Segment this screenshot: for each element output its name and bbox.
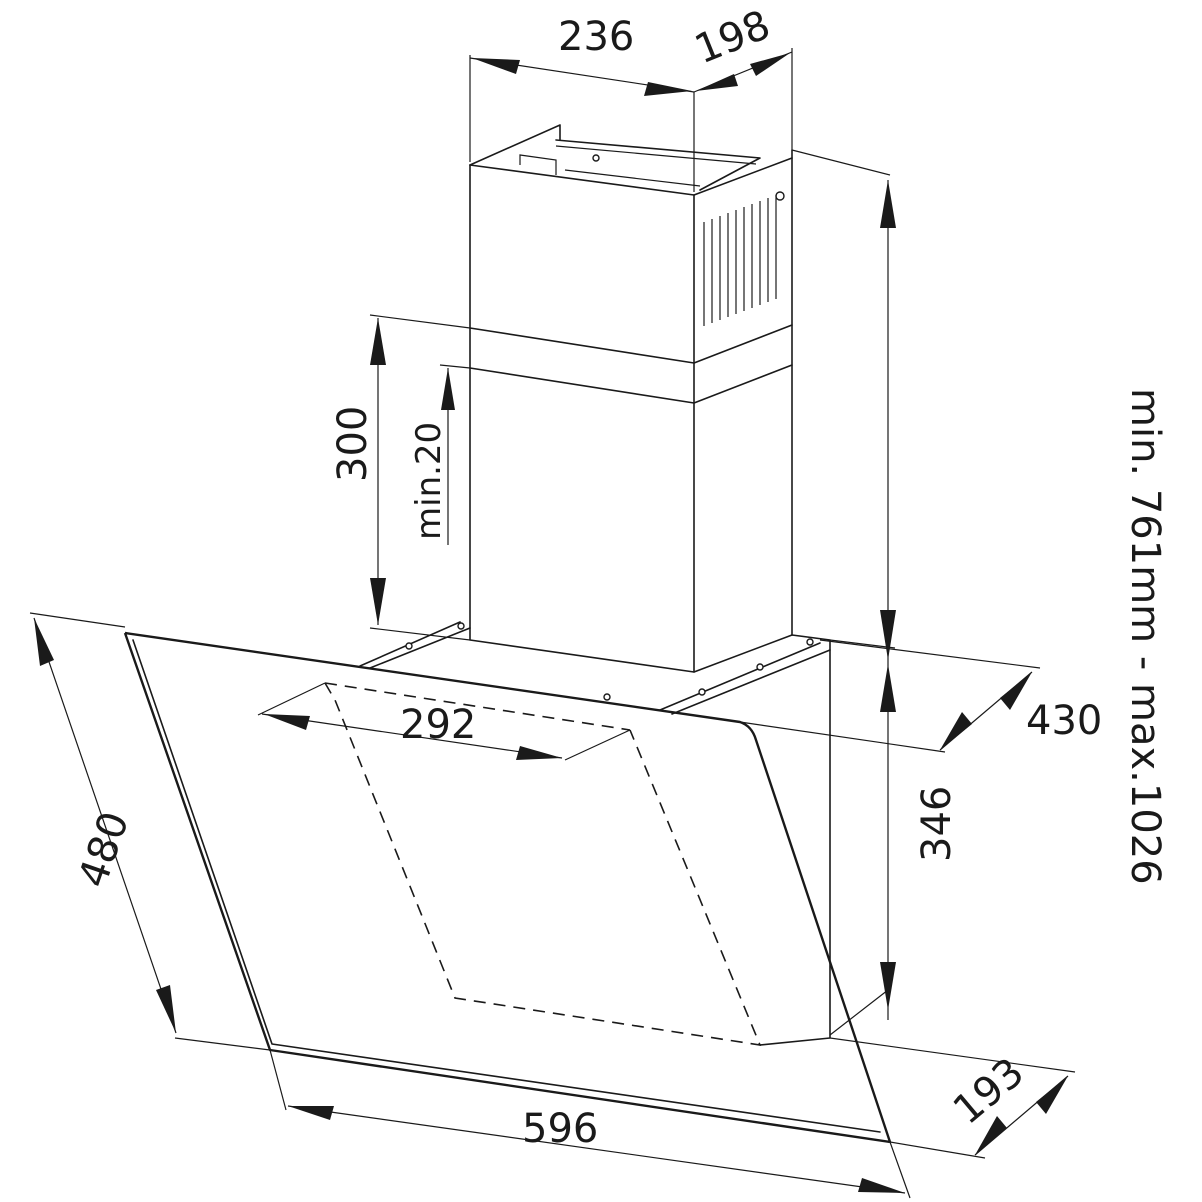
chimney-upper-section <box>469 124 793 364</box>
dimension-chimney-depth: 198 <box>689 2 793 150</box>
vent-slots <box>703 195 777 326</box>
label-480: 480 <box>70 806 138 893</box>
label-292: 292 <box>400 702 476 748</box>
dimension-glass-height: 480 <box>29 612 271 1051</box>
label-total-height: min. 761mm - max.1026 <box>1122 388 1168 885</box>
inner-unit-outline <box>324 682 762 1047</box>
dimension-min-gap: min.20 <box>409 364 471 545</box>
dimension-total-width: 596 <box>269 1049 911 1199</box>
dimension-bottom-depth: 193 <box>829 1037 1076 1159</box>
dimension-chimney-width: 236 <box>469 14 695 192</box>
dimension-inner-width: 292 <box>257 682 631 761</box>
label-min-20: min.20 <box>409 422 449 540</box>
label-193: 193 <box>945 1049 1033 1133</box>
chimney-lower-section <box>469 324 793 673</box>
label-300: 300 <box>330 406 376 482</box>
label-236: 236 <box>558 14 634 60</box>
canopy-glass-panel <box>123 621 892 1144</box>
label-346: 346 <box>914 786 960 862</box>
dimension-hood-depth: 430 <box>739 639 1102 753</box>
label-596: 596 <box>522 1106 598 1152</box>
dimension-chimney-height: 300 <box>330 314 471 641</box>
label-430: 430 <box>1026 698 1102 744</box>
dimension-vertical-heights: 346 min. 761mm - max.1026 <box>791 149 1168 1036</box>
